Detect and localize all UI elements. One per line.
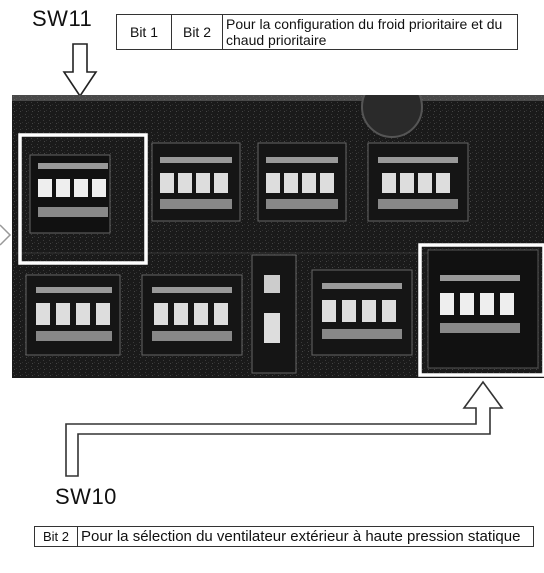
sw10-arrow-icon [0,0,544,573]
